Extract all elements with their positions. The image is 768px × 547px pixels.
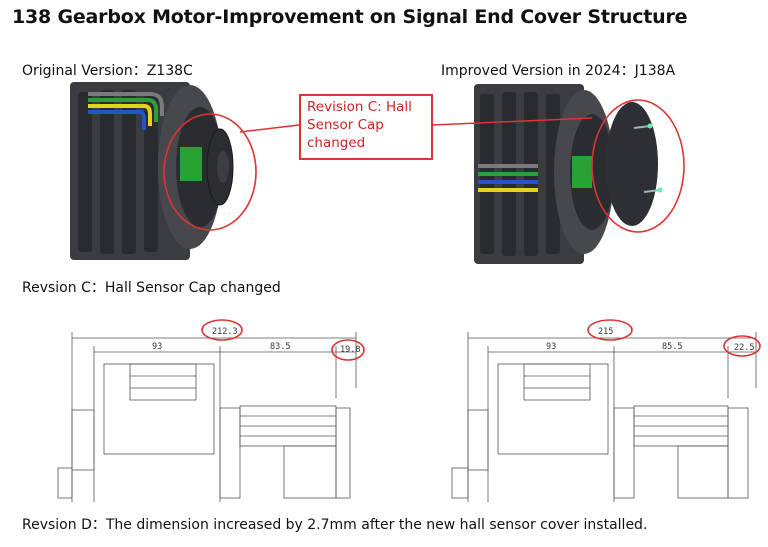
improved-cap-highlight: [591, 99, 685, 233]
original-seg1-dimension: 93: [152, 342, 162, 352]
improved-total-dimension: 215: [598, 327, 613, 337]
original-cap-dimension: 19.8: [340, 345, 360, 355]
original-total-dimension: 212.3: [212, 327, 238, 337]
improved-version-label: Improved Version in 2024：J138A: [441, 63, 676, 79]
revision-c-caption: Revsion C：Hall Sensor Cap changed: [22, 280, 281, 296]
original-cap-highlight: [163, 113, 257, 231]
original-dimension-drawing: 212.3 93 83.5 19.8: [57, 319, 365, 502]
original-seg2-dimension: 83.5: [270, 342, 290, 352]
improved-cap-dimension: 22.5: [734, 343, 754, 353]
improved-seg2-dimension: 85.5: [662, 342, 682, 352]
original-motor-image: [70, 82, 234, 260]
improved-seg1-dimension: 93: [546, 342, 556, 352]
page-title: 138 Gearbox Motor-Improvement on Signal …: [12, 6, 688, 28]
original-version-label: Original Version：Z138C: [22, 63, 193, 79]
revision-d-caption: Revsion D：The dimension increased by 2.7…: [22, 517, 648, 533]
revision-c-callout: Revision C: Hall Sensor Cap changed: [299, 94, 433, 160]
improved-dimension-drawing: 215 93 85.5 22.5: [451, 319, 761, 502]
improved-motor-image: [474, 84, 663, 264]
